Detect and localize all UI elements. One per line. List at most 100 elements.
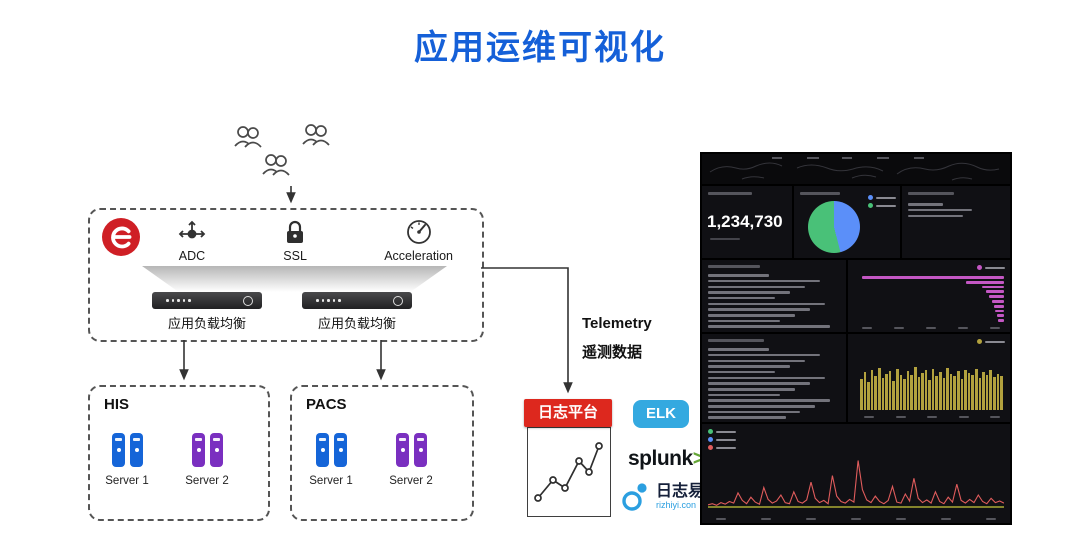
v-bar <box>964 369 967 410</box>
line-axis-skeleton <box>716 518 996 520</box>
skeleton-text-row <box>708 388 796 391</box>
adc-box: ADC SSL Acceleration <box>88 208 484 342</box>
line-legend-dot <box>708 429 713 434</box>
v-bar <box>982 371 985 410</box>
bar-axis-skeleton <box>862 327 1000 329</box>
skeleton-text-row <box>708 302 825 306</box>
server-icon <box>112 433 143 467</box>
load-balancer-appliance <box>302 292 412 309</box>
bar-legend <box>977 265 1005 270</box>
rizhiyi-domain: rizhiyi.con <box>656 500 697 511</box>
v-bar <box>906 371 910 410</box>
v-bar <box>975 368 978 410</box>
h-bar <box>992 299 1004 303</box>
skeleton-text-row <box>708 416 786 419</box>
v-bar <box>917 376 921 410</box>
v-bar <box>888 370 892 410</box>
v-bar <box>949 374 953 410</box>
histogram-legend-dot <box>977 339 982 344</box>
panel-title-skeleton <box>908 192 954 195</box>
panel-title-skeleton <box>708 265 760 268</box>
skeleton-text-row <box>908 203 944 206</box>
v-bar <box>939 372 942 410</box>
appliance-label: 应用负载均衡 <box>167 316 246 331</box>
line-chart-panel <box>702 424 1010 523</box>
feature-adc: ADC <box>178 218 206 263</box>
v-bar <box>885 373 888 410</box>
v-bar <box>989 370 992 410</box>
telemetry-label: Telemetry 遥测数据 <box>582 315 652 361</box>
server-label: Server 1 <box>105 475 149 487</box>
cluster-his: HIS Server 1 Server 2 <box>88 385 270 521</box>
bar-chart-body <box>856 276 1004 322</box>
feature-label: ADC <box>178 249 206 263</box>
telemetry-line1: Telemetry <box>582 315 652 332</box>
pie-panel <box>794 186 900 258</box>
line-chart-icon <box>534 442 603 502</box>
panel-title-skeleton <box>708 192 752 195</box>
server-icon <box>396 433 427 467</box>
user-group-icon <box>234 124 330 176</box>
lock-icon <box>287 220 304 243</box>
users-icon <box>225 124 360 186</box>
bar-chart-panel <box>848 260 1010 332</box>
v-bar <box>996 373 1000 410</box>
dashboard-screenshot: 1,234,730 <box>700 152 1012 525</box>
skeleton-text-row <box>708 365 790 368</box>
skeleton-text-row <box>708 359 805 363</box>
cluster-title: HIS <box>104 396 130 413</box>
histogram-axis-skeleton <box>864 416 1000 418</box>
pie-legend-dot <box>868 203 873 208</box>
skeleton-text-row <box>708 353 820 357</box>
pie-legend <box>868 195 896 208</box>
list-panel-a <box>702 260 846 332</box>
stat-panel: 1,234,730 <box>702 186 792 258</box>
v-bar <box>985 374 989 410</box>
v-bar <box>971 375 974 410</box>
skeleton-text-row <box>708 393 781 397</box>
histogram-legend <box>977 339 1005 344</box>
skeleton-text-row <box>708 296 775 300</box>
server-label: Server 2 <box>389 475 433 487</box>
skeleton-text-row <box>708 291 790 294</box>
skeleton-text-row <box>908 214 964 218</box>
feature-ssl: SSL <box>282 218 308 263</box>
v-bar <box>953 376 957 410</box>
skeleton-text-row <box>708 314 796 317</box>
skeleton-text-row <box>708 325 831 328</box>
v-bar <box>935 375 939 410</box>
h-bar <box>998 319 1004 322</box>
map-panel <box>702 154 1010 184</box>
skeleton-text-row <box>708 285 805 289</box>
text-skeleton-block <box>902 200 980 218</box>
v-bar <box>867 382 870 410</box>
v-bar <box>967 373 971 410</box>
array-logo-icon <box>102 218 140 256</box>
v-bar <box>874 376 877 410</box>
text-skeleton-block <box>702 345 838 419</box>
rizhiyi-logo: 日志易 rizhiyi.con <box>620 481 704 513</box>
v-bar <box>992 376 996 410</box>
v-bar <box>946 368 949 410</box>
pie-chart <box>808 201 860 253</box>
v-bar <box>928 379 931 410</box>
h-bar <box>996 314 1004 318</box>
server-icon <box>192 433 223 467</box>
log-chart-card <box>527 427 611 517</box>
stat-value: 1,234,730 <box>707 212 783 231</box>
load-balance-icon <box>178 220 206 239</box>
panel-title-skeleton <box>708 339 764 342</box>
v-bar <box>899 375 903 410</box>
v-bar <box>877 368 881 410</box>
cluster-pacs: PACS Server 1 Server 2 <box>290 385 474 521</box>
v-bar <box>870 369 874 410</box>
load-balancer-appliance <box>152 292 262 309</box>
pie-legend-dot <box>868 195 873 200</box>
list-panel-b <box>702 334 846 422</box>
panel-title-skeleton <box>800 192 840 195</box>
rizhiyi-person-icon <box>622 483 647 511</box>
v-bar <box>1000 376 1003 410</box>
skeleton-text-row <box>708 348 770 351</box>
telemetry-line2: 遥测数据 <box>582 343 643 361</box>
